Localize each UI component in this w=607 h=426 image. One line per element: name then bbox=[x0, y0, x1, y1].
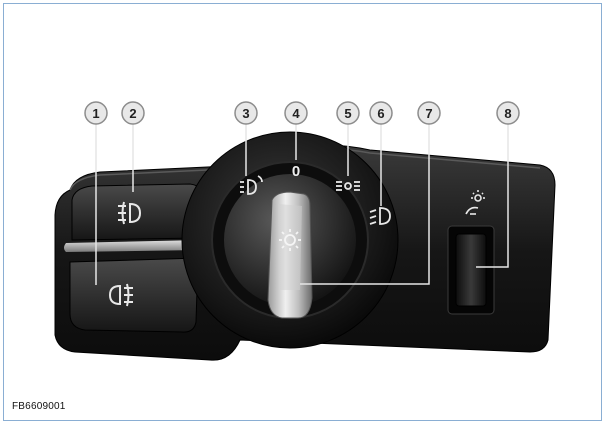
rear-fog-light-button[interactable] bbox=[69, 257, 199, 333]
leader-lines bbox=[95, 124, 509, 285]
chrome-divider bbox=[64, 240, 200, 252]
svg-text:5: 5 bbox=[344, 106, 351, 121]
callout-4: 4 bbox=[284, 101, 308, 125]
low-beam-icon bbox=[369, 207, 391, 225]
callout-3: 3 bbox=[234, 101, 258, 125]
instrument-lighting-icon bbox=[465, 190, 485, 215]
front-fog-light-icon bbox=[118, 201, 142, 225]
figure-id: FB6609001 bbox=[12, 401, 66, 412]
callout-2: 2 bbox=[121, 101, 145, 125]
callout-6: 6 bbox=[369, 101, 393, 125]
dial-label-zero: 0 bbox=[292, 163, 300, 180]
svg-text:1: 1 bbox=[92, 106, 99, 121]
dimmer-thumbwheel[interactable] bbox=[455, 233, 487, 307]
callout-1: 1 bbox=[84, 101, 108, 125]
svg-text:8: 8 bbox=[504, 106, 511, 121]
grip-highlight bbox=[278, 204, 302, 290]
callout-8: 8 bbox=[496, 101, 520, 125]
svg-text:2: 2 bbox=[129, 106, 136, 121]
svg-text:7: 7 bbox=[425, 106, 432, 121]
svg-text:3: 3 bbox=[242, 106, 249, 121]
svg-text:6: 6 bbox=[377, 106, 384, 121]
callout-7: 7 bbox=[417, 101, 441, 125]
rear-fog-light-icon bbox=[108, 283, 133, 307]
parking-light-icon bbox=[240, 175, 263, 195]
automatic-headlight-icon bbox=[279, 229, 301, 251]
side-light-icon bbox=[336, 181, 360, 191]
svg-text:4: 4 bbox=[292, 106, 300, 121]
callout-5: 5 bbox=[336, 101, 360, 125]
